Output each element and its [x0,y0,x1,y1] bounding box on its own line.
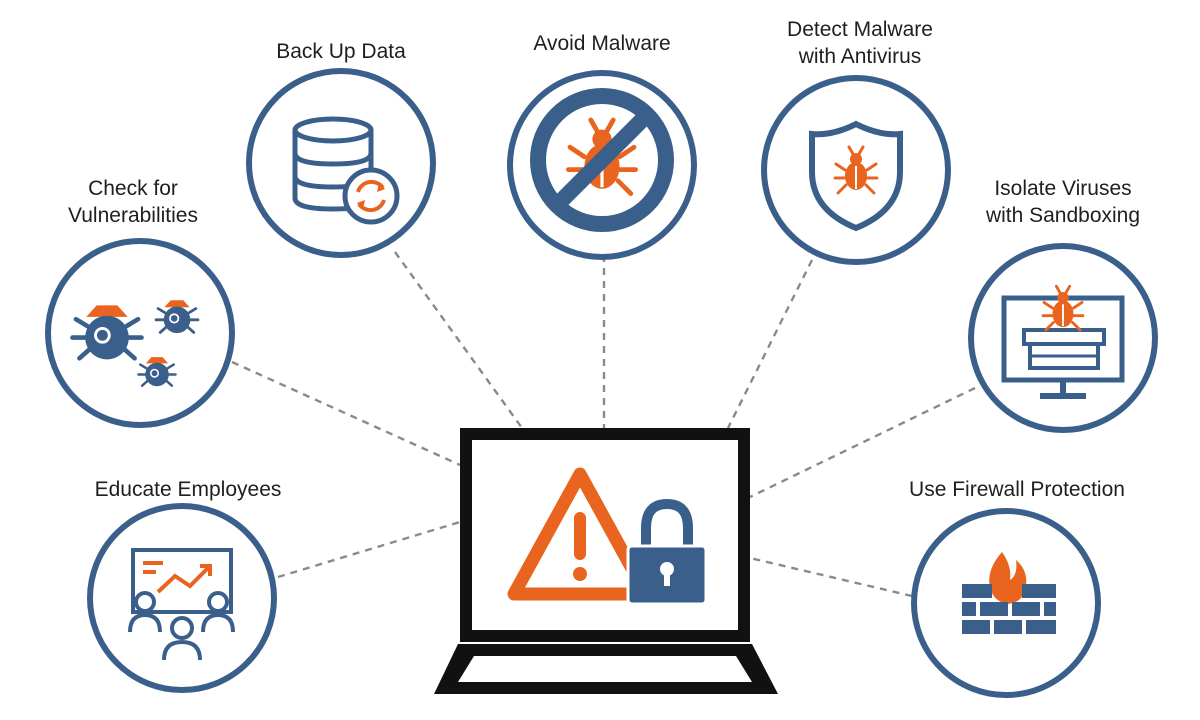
connector-detect [726,259,814,429]
connector-check [231,360,461,467]
label-firewall-protection-line-1: Use Firewall Protection [909,478,1125,501]
label-check-vulnerabilities-line-2: Vulnerabilities [68,204,198,227]
label-detect-malware-line-2: with Antivirus [798,45,922,68]
connector-isolate [749,386,976,499]
label-check-vulnerabilities: Check for Vulnerabilities [33,175,233,229]
label-check-vulnerabilities-line-1: Check for [88,177,178,200]
label-avoid-malware: Avoid Malware [502,30,702,57]
no-bug-icon [530,88,674,232]
node-circle-check [45,238,235,428]
node-circle-educate [87,503,277,693]
monitor-sandbox-bug-icon [1001,284,1125,399]
connector-firewall [749,556,913,598]
label-isolate-viruses-line-1: Isolate Viruses [994,177,1132,200]
shield-bug-icon [809,120,903,232]
label-isolate-viruses-line-2: with Sandboxing [985,204,1141,227]
label-detect-malware: Detect Malware with Antivirus [760,16,960,70]
firewall-icon [962,552,1056,634]
label-back-up-data-line-1: Back Up Data [276,40,406,63]
label-isolate-viruses: Isolate Viruses with Sandboxing [963,175,1163,229]
database-sync-icon [292,116,400,225]
laptop-with-warning-and-lock [434,428,778,694]
label-firewall-protection: Use Firewall Protection [882,476,1152,503]
label-educate-employees: Educate Employees [68,476,308,503]
label-detect-malware-line-1: Detect Malware [787,18,933,41]
connector-backup [394,251,523,429]
label-educate-employees-line-1: Educate Employees [94,478,282,501]
label-avoid-malware-line-1: Avoid Malware [533,32,671,55]
connector-educate [277,520,461,579]
training-meeting-icon [128,548,235,661]
label-back-up-data: Back Up Data [241,38,441,65]
connector-lines [231,251,976,598]
